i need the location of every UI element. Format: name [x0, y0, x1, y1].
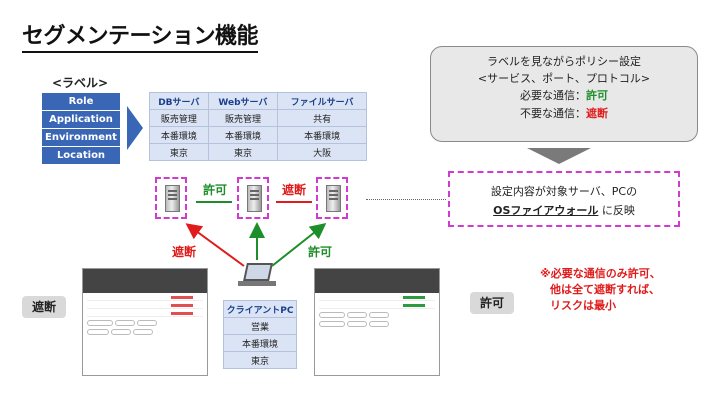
os-firewall-text: OSファイアウォール [493, 204, 599, 217]
allowed-side-label: 許可 [470, 292, 514, 314]
policy-callout: ラベルを見ながらポリシー設定 <サービス、ポート、プロトコル> 必要な通信：許可… [430, 46, 698, 142]
allow-arrow-file [271, 223, 327, 267]
allow-label-db-web: 許可 [203, 183, 228, 197]
chip-row [87, 329, 203, 335]
file-server [316, 177, 348, 219]
chip-row [87, 320, 203, 326]
client-pc-table: クライアントPC 営業 本番環境 東京 [223, 300, 297, 369]
firewall-suffix: に反映 [598, 204, 635, 217]
server-icon [247, 185, 262, 212]
list-item [319, 302, 435, 309]
policy-panel-blocked [82, 268, 208, 376]
table-cell: 営業 [223, 317, 297, 335]
allow-label-lower: 許可 [308, 245, 333, 259]
callout-block-value: 遮断 [586, 107, 608, 120]
right-arrow-icon [127, 106, 143, 150]
laptop-base [238, 281, 276, 286]
callout-line-2: <サービス、ポート、プロトコル> [477, 72, 651, 85]
list-item [87, 294, 203, 301]
label-environment: Environment [42, 129, 120, 146]
callout-line-4: 不要な通信：遮断 [431, 105, 697, 123]
header-db-server: DBサーバ [149, 92, 209, 110]
chip-row [319, 321, 435, 327]
double-arrow-icon [196, 201, 232, 203]
firewall-line-2: OSファイアウォール に反映 [450, 201, 678, 220]
firewall-line-1: 設定内容が対象サーバ、PCの [490, 185, 638, 198]
db-server [155, 177, 187, 219]
risk-note: ※必要な通信のみ許可、 他は全て遮断すれば、 リスクは最小 [540, 266, 661, 314]
client-header: クライアントPC [223, 300, 297, 318]
panel-header [83, 269, 207, 293]
blocked-side-label: 遮断 [22, 296, 66, 318]
down-arrow-icon [527, 148, 591, 164]
list-item [87, 302, 203, 309]
callout-allow-value: 許可 [586, 89, 608, 102]
note-line-3: リスクは最小 [550, 299, 616, 312]
web-server [237, 177, 269, 219]
table-cell: 東京 [207, 143, 279, 161]
label-heading: <ラベル> [52, 76, 109, 90]
dotted-connector [366, 199, 446, 200]
chip-row [319, 312, 435, 318]
block-arrow-db [185, 223, 245, 267]
label-location: Location [42, 147, 120, 164]
table-cell: 販売管理 [207, 109, 279, 127]
double-arrow-icon [276, 201, 312, 203]
list-item [319, 294, 435, 301]
panel-header [315, 269, 439, 293]
table-cell: 東京 [149, 143, 209, 161]
firewall-box: 設定内容が対象サーバ、PCの OSファイアウォール に反映 [448, 171, 680, 227]
table-cell: 本番環境 [149, 126, 209, 144]
table-cell: 共有 [277, 109, 367, 127]
table-cell: 販売管理 [149, 109, 209, 127]
table-cell: 本番環境 [223, 334, 297, 352]
note-line-1: ※必要な通信のみ許可、 [540, 267, 661, 280]
header-web-server: Webサーバ [207, 92, 279, 110]
table-cell: 大阪 [277, 143, 367, 161]
note-line-2: 他は全て遮断すれば、 [550, 283, 660, 296]
block-label-web-file: 遮断 [282, 183, 307, 197]
list-item [87, 310, 203, 317]
label-application: Application [42, 111, 120, 128]
label-list: Role Application Environment Location [42, 93, 120, 165]
callout-line-3: 必要な通信：許可 [431, 87, 697, 105]
page-title: セグメンテーション機能 [22, 18, 259, 53]
callout-allow-prefix: 必要な通信： [520, 89, 586, 102]
server-icon [326, 185, 341, 212]
header-file-server: ファイルサーバ [277, 92, 367, 110]
server-icon [165, 185, 180, 212]
server-label-table: DBサーバ Webサーバ ファイルサーバ 販売管理 販売管理 共有 本番環境 本… [149, 92, 367, 161]
policy-panel-allowed [314, 268, 440, 376]
laptop-icon [243, 263, 273, 281]
label-role: Role [42, 93, 120, 110]
block-label-lower: 遮断 [172, 245, 197, 259]
table-cell: 本番環境 [277, 126, 367, 144]
table-cell: 東京 [223, 351, 297, 369]
callout-line-1: ラベルを見ながらポリシー設定 [487, 55, 641, 68]
callout-block-prefix: 不要な通信： [520, 107, 586, 120]
